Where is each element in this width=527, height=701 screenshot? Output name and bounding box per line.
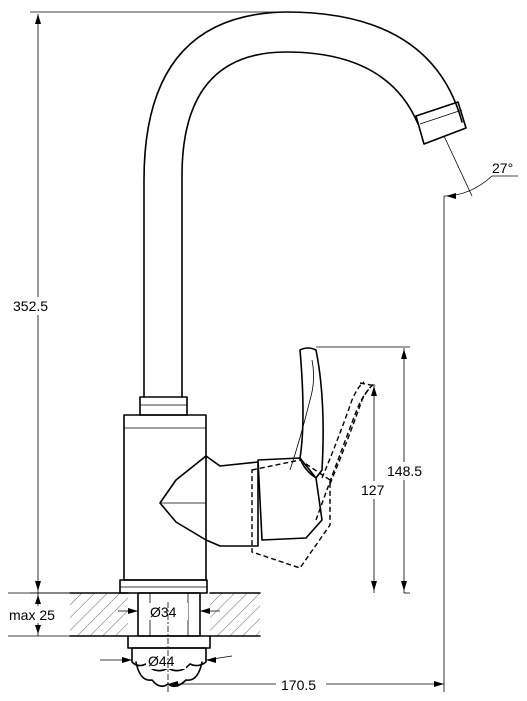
label-lever-height: 148.5 [387,463,422,479]
countertop-section [69,592,261,637]
dim-total-height: 352.5 [10,11,290,594]
dim-mount-thickness: max 25 [8,592,70,637]
dim-hole-diameter: Ø34 [118,603,220,620]
dim-spout-height: 127 [358,384,388,593]
mounting-shank [127,592,211,649]
lever-handle [257,347,324,541]
label-total-height: 352.5 [13,298,48,314]
dim-reach: 170.5 [167,196,445,693]
faucet-base [119,579,208,594]
cartridge-housing [205,455,259,547]
label-spout-height: 127 [361,482,385,498]
label-reach: 170.5 [281,677,316,693]
label-hole-diameter: Ø34 [150,604,177,620]
label-mount-thickness: max 25 [9,607,55,623]
faucet-body [123,414,207,581]
lever-open-position [251,381,377,569]
spout [143,11,467,398]
dim-nut-diameter: Ø44 [100,652,233,669]
label-nut-diameter: Ø44 [148,653,175,669]
dim-lever-height: 148.5 [316,346,426,594]
dim-spout-angle: 27° [443,135,518,199]
spout-collar [139,396,188,416]
label-spout-angle: 27° [492,160,513,176]
